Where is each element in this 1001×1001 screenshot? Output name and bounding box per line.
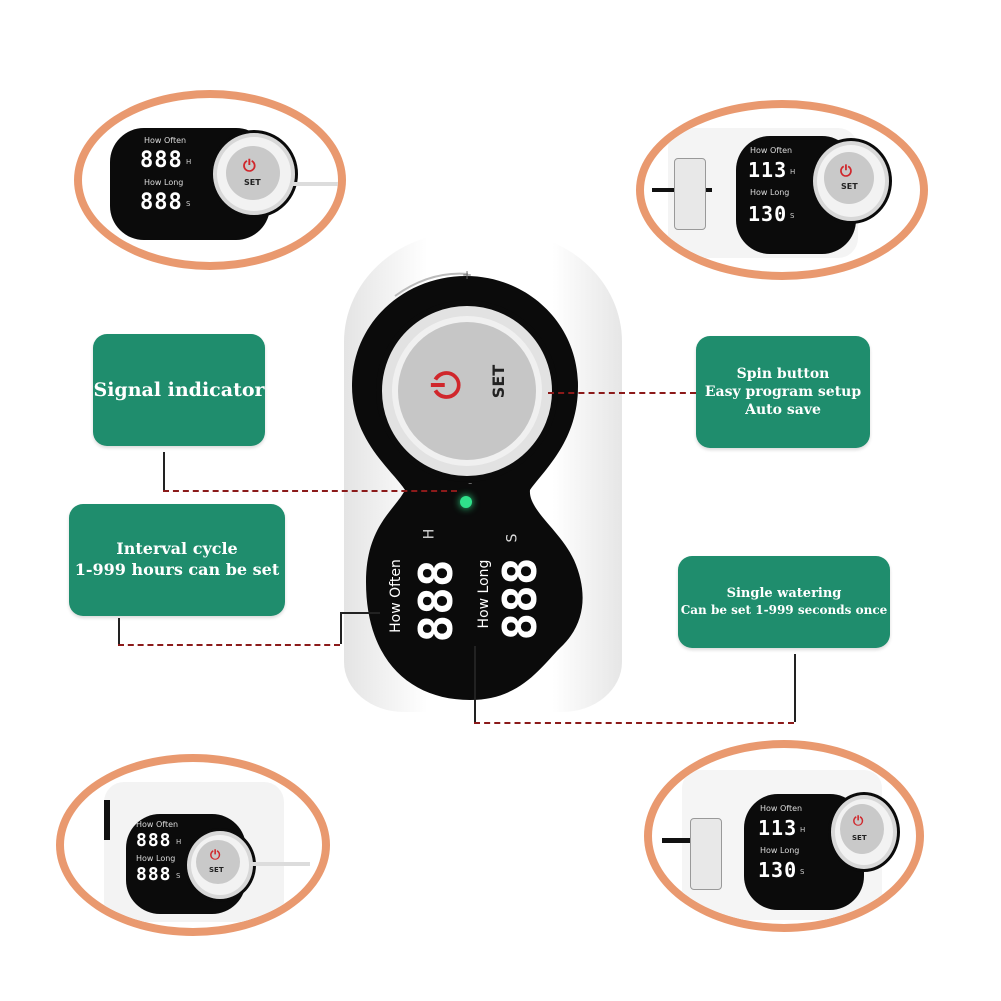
how-long-label: How Long xyxy=(750,188,790,197)
how-often-display: 888 xyxy=(409,559,463,643)
how-often-label: How Often xyxy=(136,820,179,829)
set-label: SET xyxy=(852,834,867,842)
hours-unit: H xyxy=(421,528,438,540)
how-long-label: How Long xyxy=(136,854,176,863)
dial-button[interactable] xyxy=(840,804,884,854)
set-button[interactable] xyxy=(398,322,536,460)
leader-line xyxy=(548,392,696,394)
power-icon: ⏻ xyxy=(427,370,469,400)
callout-interval-cycle-line1: Interval cycle xyxy=(116,539,238,559)
power-icon: ⏻ xyxy=(840,162,852,180)
callout-single-watering: Single watering Can be set 1-999 seconds… xyxy=(678,556,890,648)
callout-signal-indicator-text: Signal indicator xyxy=(93,378,265,401)
power-icon: ⏻ xyxy=(210,848,221,863)
hours-unit: H xyxy=(800,826,806,834)
leader-line xyxy=(118,644,340,646)
leader-line xyxy=(794,654,796,722)
seconds-unit: S xyxy=(790,212,795,220)
how-long-digits: 130 xyxy=(748,202,788,226)
how-long-digits: 130 xyxy=(758,858,798,882)
vignette-bottom-right: How Often 113 H How Long 130 S ⏻ SET xyxy=(644,740,924,932)
vignette-top-left: How Often 888 H How Long 888 S ⏻ SET xyxy=(74,90,346,270)
set-label: SET xyxy=(244,178,261,187)
how-long-label: How Long xyxy=(760,846,800,855)
dial-button[interactable] xyxy=(824,152,874,204)
how-long-label: How Long xyxy=(144,178,184,187)
how-long-label: How Long xyxy=(476,559,492,629)
how-long-display: 888 xyxy=(493,557,547,641)
power-icon: ⏻ xyxy=(853,814,864,829)
hours-unit: H xyxy=(176,838,182,846)
set-label: SET xyxy=(209,866,224,874)
leader-line xyxy=(474,646,476,722)
how-often-label: How Often xyxy=(144,136,187,145)
how-long-digits: 888 xyxy=(136,864,172,885)
seconds-unit: S xyxy=(176,872,181,880)
vignette-bottom-left: How Often 888 H How Long 888 S ⏻ SET xyxy=(56,754,330,936)
how-often-label: How Often xyxy=(388,559,404,633)
side-port xyxy=(690,818,722,890)
cable xyxy=(292,182,338,186)
leader-line xyxy=(340,612,342,644)
leader-line xyxy=(163,490,457,492)
callout-interval-cycle: Interval cycle 1-999 hours can be set xyxy=(69,504,285,616)
cable xyxy=(250,862,310,866)
cable-black xyxy=(104,800,110,840)
how-often-label: How Often xyxy=(750,146,793,155)
how-often-digits: 113 xyxy=(748,158,788,182)
callout-spin-button: Spin button Easy program setup Auto save xyxy=(696,336,870,448)
how-long-digits: 888 xyxy=(140,190,183,215)
seconds-unit: S xyxy=(186,200,191,208)
callout-spin-button-line2: Easy program setup xyxy=(704,383,862,400)
dial-button[interactable] xyxy=(226,146,280,200)
power-icon: ⏻ xyxy=(243,156,256,175)
callout-single-watering-line1: Single watering xyxy=(726,585,842,601)
callout-interval-cycle-line2: 1-999 hours can be set xyxy=(74,560,280,579)
how-often-digits: 888 xyxy=(136,830,172,851)
callout-signal-indicator: Signal indicator xyxy=(93,334,265,446)
callout-single-watering-line2: Can be set 1-999 seconds once xyxy=(680,602,888,617)
leader-line xyxy=(118,618,120,644)
leader-line xyxy=(163,452,165,490)
callout-spin-button-line3: Auto save xyxy=(745,402,821,419)
dial-plus-mark: + xyxy=(462,268,473,282)
side-port xyxy=(674,158,706,230)
callout-spin-button-line1: Spin button xyxy=(736,365,830,382)
set-label: SET xyxy=(841,182,858,191)
seconds-unit: S xyxy=(504,533,521,543)
how-often-digits: 888 xyxy=(140,148,183,173)
how-often-label: How Often xyxy=(760,804,803,813)
leader-line xyxy=(474,722,794,724)
vignette-top-right: How Often 113 H How Long 130 S ⏻ SET xyxy=(636,100,928,280)
leader-line xyxy=(340,612,380,614)
seconds-unit: S xyxy=(800,868,805,876)
hours-unit: H xyxy=(186,158,192,166)
signal-indicator-led xyxy=(460,496,472,508)
set-label: SET xyxy=(489,364,509,399)
hours-unit: H xyxy=(790,168,796,176)
dial-button[interactable] xyxy=(196,840,240,884)
dial-minus-mark: - xyxy=(468,476,473,490)
how-often-digits: 113 xyxy=(758,816,798,840)
